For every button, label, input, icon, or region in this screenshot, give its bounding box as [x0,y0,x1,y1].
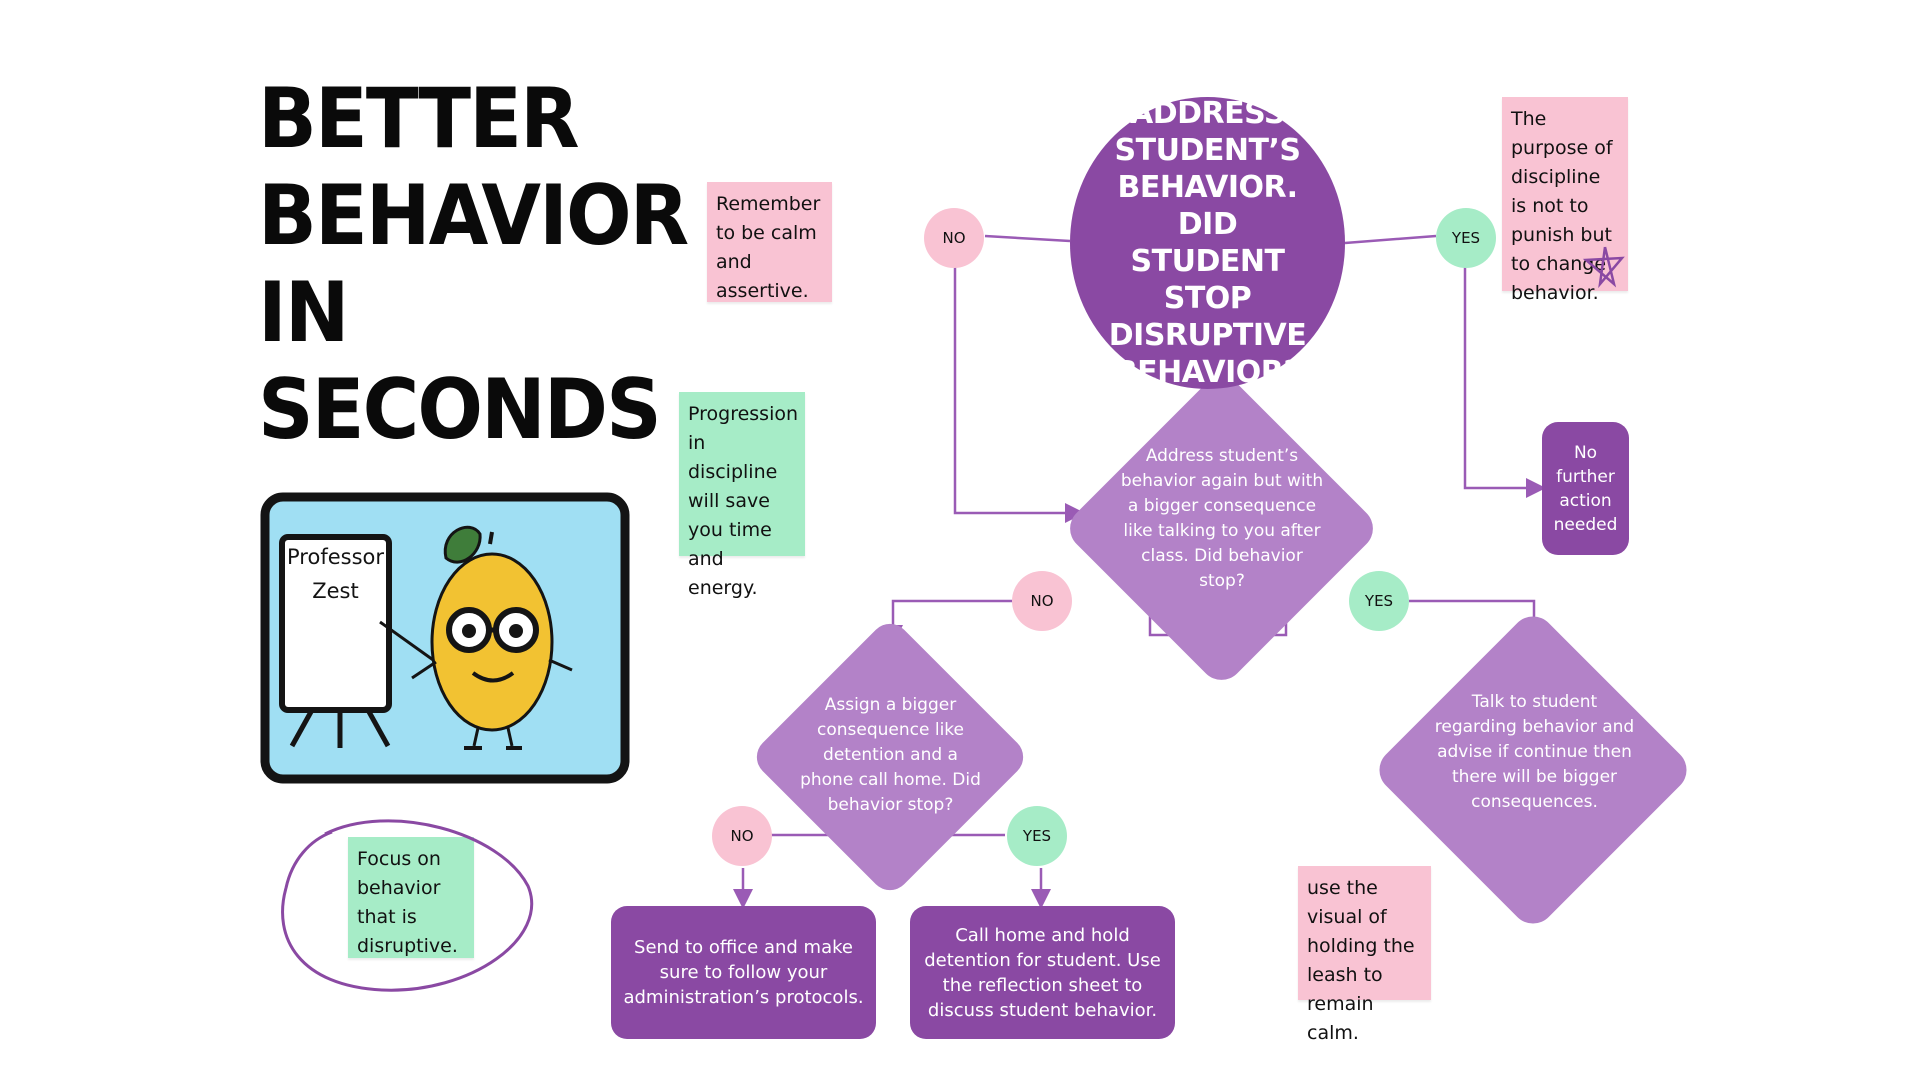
star-doodle-icon [1582,246,1625,289]
title-line: SECONDS [258,361,662,458]
connector-to-no2 [883,599,1012,645]
no-badge-2: NO [1012,571,1072,631]
note-purpose: The purpose of discipline is not to puni… [1502,97,1628,304]
note-calm: Remember to be calm and assertive. [707,182,832,302]
start-decision-circle: ADDRESS STUDENT’S BEHAVIOR. DID STUDENT … [1070,96,1345,390]
no-further-action-box: No further action needed [1542,422,1629,555]
diamond-talk [1379,616,1687,924]
office-box: Send to office and make sure to follow y… [611,906,876,1039]
talk-text: Talk to student regarding behavior and a… [1434,692,1635,812]
no-badge-1: NO [924,208,984,268]
note-focus: Focus on behavior that is disruptive. [348,837,474,958]
start-decision-text: ADDRESS STUDENT’S BEHAVIOR. DID STUDENT … [1108,96,1307,390]
title-line: BETTER [258,70,580,167]
board-text: Professor Zest [282,540,389,608]
connector-start-to-yes [1344,234,1437,245]
hand-drawn-circle [281,819,534,992]
professor-zest-illustration [260,492,630,784]
easel-icon [279,534,392,748]
board-text-line: Zest [312,579,359,603]
board-text-line: Professor [287,545,384,569]
no-badge-3: NO [712,806,772,866]
yes-badge-1: YES [1436,208,1496,268]
yes-badge-2: YES [1349,571,1409,631]
step3-text: Assign a bigger consequence like detenti… [800,694,981,815]
note-progression: Progression in discipline will save you … [679,392,805,599]
call-home-box: Call home and hold detention for student… [910,906,1175,1039]
connector-no-to-step2 [953,266,1085,523]
yes-badge-3: YES [1007,806,1067,866]
step2-text: Address student’s behavior again but wit… [1120,446,1324,591]
connector-start-to-no [984,234,1071,243]
note-leash: use the visual of holding the leash to r… [1298,866,1431,1044]
lemon-character-icon [411,525,573,750]
page-title: BETTER BEHAVIOR IN SECONDS [258,70,689,458]
diamond-step2 [1070,377,1373,680]
diamond-step3 [756,623,1024,891]
connector-yes-to-done [1463,266,1546,498]
title-line: IN [258,264,349,361]
title-line: BEHAVIOR [258,167,689,264]
